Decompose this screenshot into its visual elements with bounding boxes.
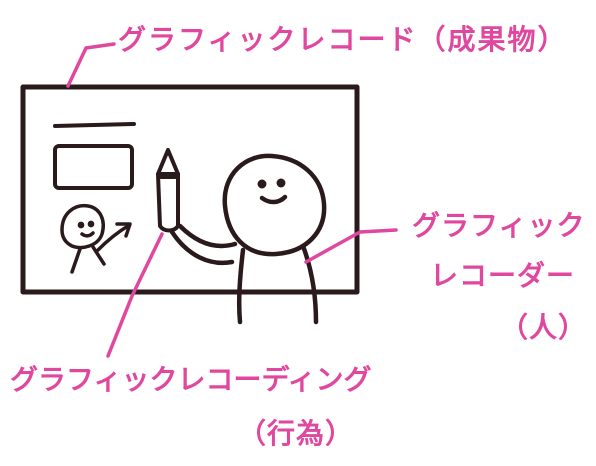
graphic-record-label: グラフィックレコード（成果物）: [118, 23, 568, 56]
leader-recorder: [304, 228, 398, 264]
whiteboard: [20, 84, 360, 295]
leader-recording: [106, 232, 164, 358]
board-figure: [60, 203, 132, 274]
graphic-recorder-label-line1: グラフィック: [412, 209, 586, 242]
recorder-person: [169, 153, 327, 325]
board-title-line: [53, 122, 136, 128]
board-box: [53, 144, 134, 190]
leader-lines: [66, 42, 398, 358]
graphic-recorder-label-line2: レコーダー: [430, 259, 576, 292]
graphic-recording-label-line1: グラフィックレコーディング: [10, 363, 372, 396]
graphic-recorder-label-line3: （人）: [500, 311, 588, 344]
leader-graphic-record: [66, 42, 116, 88]
graphic-recording-label-line2: （行為）: [238, 417, 355, 450]
pen: [156, 148, 180, 233]
